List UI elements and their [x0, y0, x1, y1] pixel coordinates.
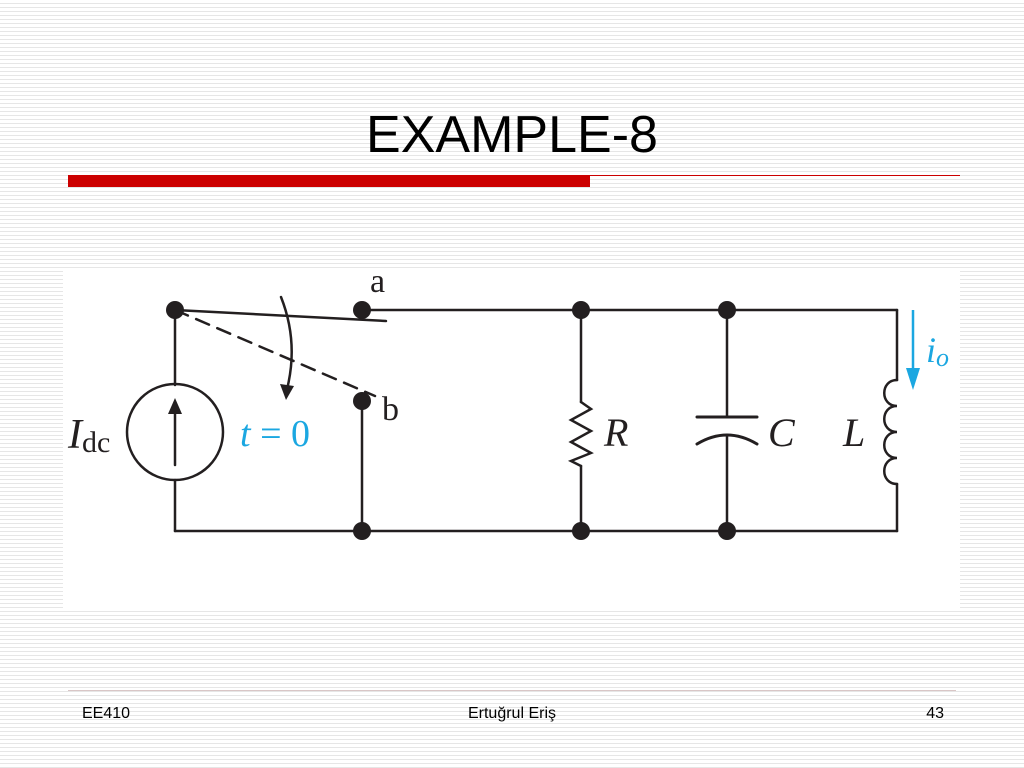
node-bottom-capacitor	[718, 522, 736, 540]
node-bottom-resistor	[572, 522, 590, 540]
footer-author: Ertuğrul Eriş	[467, 705, 557, 722]
circuit-figure: a b Idc t = 0 R C L io	[63, 268, 960, 608]
inductor-coil	[883, 378, 899, 486]
title-rule-thin	[590, 175, 960, 176]
resistor-label: R	[603, 410, 628, 455]
switch-time-label: t = 0	[240, 413, 310, 455]
node-switch-pivot	[166, 301, 184, 319]
resistor-zigzag	[567, 400, 594, 468]
node-top-resistor	[572, 301, 590, 319]
node-a	[353, 301, 371, 319]
inductor-label: L	[842, 410, 865, 455]
switch-arc-arrowhead	[280, 384, 294, 400]
node-bottom-b	[353, 522, 371, 540]
switch-arc	[279, 295, 293, 387]
terminal-a-label: a	[370, 268, 385, 300]
current-io-label: io	[926, 330, 949, 372]
current-source-circle	[125, 382, 225, 482]
terminal-b-label: b	[382, 391, 399, 428]
footer-page-number: 43	[926, 705, 944, 722]
current-io-arrowhead	[906, 368, 920, 390]
footer-rule	[68, 690, 956, 691]
switch-dashed-blade	[173, 308, 377, 398]
footer-course: EE410	[82, 705, 131, 722]
title-rule-thick	[68, 175, 590, 187]
node-b	[353, 392, 371, 410]
source-label: Idc	[67, 412, 110, 459]
circuit-diagram: a b Idc t = 0 R C L io	[67, 268, 949, 540]
current-source-arrowhead	[168, 398, 182, 414]
capacitor-label: C	[768, 410, 796, 455]
slide-title: EXAMPLE-8	[366, 106, 658, 164]
switch-blade	[173, 308, 388, 323]
node-top-capacitor	[718, 301, 736, 319]
